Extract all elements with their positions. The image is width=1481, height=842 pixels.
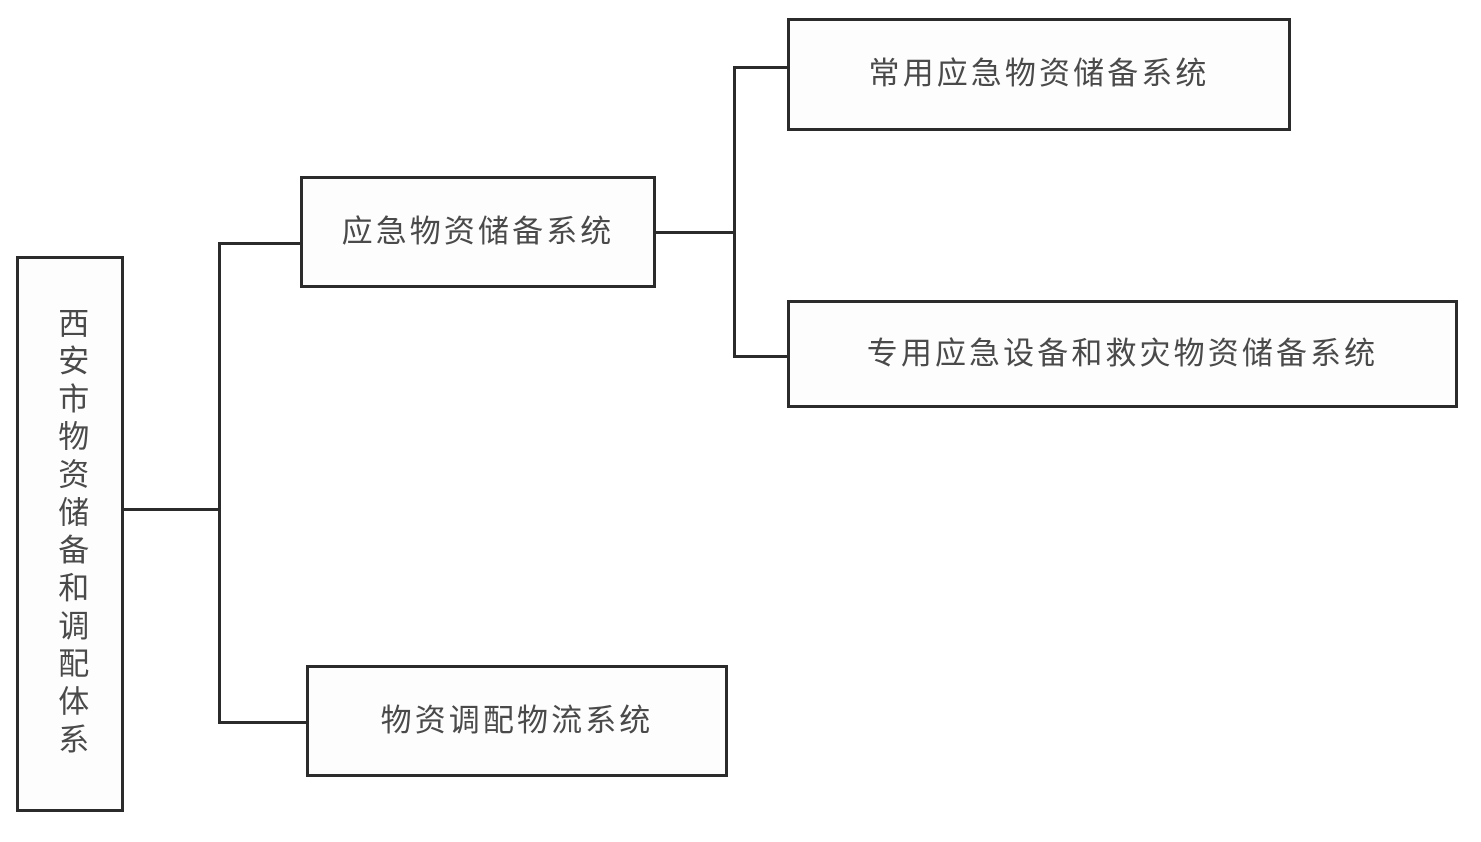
connector-emergency-reserve-to-common-supplies <box>733 66 790 69</box>
connector-emergency-reserve-spine <box>733 66 736 358</box>
connector-root-spine <box>218 242 221 724</box>
node-emergency-reserve-system[interactable]: 应急物资储备系统 <box>300 176 656 288</box>
node-logistics-system[interactable]: 物资调配物流系统 <box>306 665 728 777</box>
connector-root-stub <box>124 508 221 511</box>
connector-emergency-reserve-to-special-equipment <box>733 355 790 358</box>
node-special-equipment-system-label: 专用应急设备和救灾物资储备系统 <box>866 335 1379 372</box>
node-common-supplies-system[interactable]: 常用应急物资储备系统 <box>787 18 1291 131</box>
node-root-system[interactable]: 西安市物资储备和调配体系 <box>16 256 124 812</box>
connector-root-to-logistics <box>218 721 308 724</box>
connector-emergency-reserve-stub <box>656 231 735 234</box>
connector-root-to-emergency-reserve <box>218 242 302 245</box>
node-special-equipment-system[interactable]: 专用应急设备和救灾物资储备系统 <box>787 300 1458 408</box>
node-emergency-reserve-system-label: 应急物资储备系统 <box>341 213 615 250</box>
node-root-system-label: 西安市物资储备和调配体系 <box>52 307 89 761</box>
node-logistics-system-label: 物资调配物流系统 <box>380 702 654 739</box>
node-common-supplies-system-label: 常用应急物资储备系统 <box>868 56 1210 93</box>
